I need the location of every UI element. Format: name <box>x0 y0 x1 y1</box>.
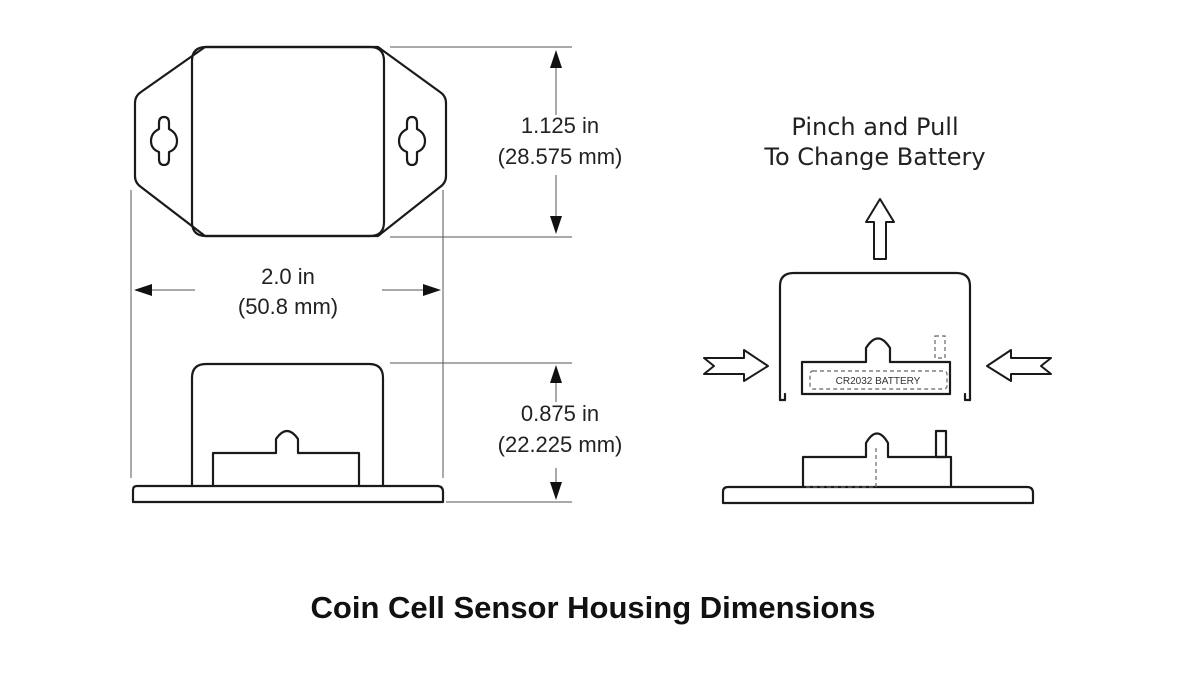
battery-base-plate <box>721 485 1035 505</box>
battery-switch <box>934 429 948 459</box>
left-mounting-slot <box>149 115 179 167</box>
side-housing-cover <box>190 362 385 488</box>
height-imperial-label: 1.125 in <box>521 113 599 138</box>
cover-internal-board <box>800 337 952 396</box>
top-view <box>133 45 448 238</box>
pinch-right-arrow-icon <box>703 349 769 382</box>
side-base-plate <box>131 484 445 504</box>
switch-outline <box>934 335 946 359</box>
lifted-cover: CR2032 BATTERY <box>778 271 972 402</box>
battery-outline <box>809 370 948 390</box>
side-internal-board <box>211 429 361 488</box>
height-metric-label: (28.575 mm) <box>498 144 623 169</box>
width-imperial-label: 2.0 in <box>261 264 315 289</box>
depth-dimension-arrows <box>550 365 562 500</box>
side-view <box>131 362 445 504</box>
width-dimension-arrows <box>134 284 441 296</box>
right-mounting-slot <box>397 115 427 167</box>
extension-lines <box>130 46 572 503</box>
instruction-line-2: To Change Battery <box>763 143 985 171</box>
housing-top-body <box>190 45 386 238</box>
pinch-left-arrow-icon <box>986 349 1052 382</box>
depth-metric-label: (22.225 mm) <box>498 432 623 457</box>
battery-base <box>721 429 1035 505</box>
battery-label: CR2032 BATTERY <box>836 376 921 387</box>
cover-outline <box>778 271 972 402</box>
height-dimension-arrows <box>550 50 562 234</box>
width-metric-label: (50.8 mm) <box>238 294 338 319</box>
diagram-caption: Coin Cell Sensor Housing Dimensions <box>311 590 876 625</box>
battery-slot-outline <box>806 447 877 488</box>
pull-up-arrow-icon <box>865 198 895 260</box>
depth-imperial-label: 0.875 in <box>521 401 599 426</box>
instruction-line-1: Pinch and Pull <box>791 113 958 141</box>
battery-base-board <box>801 432 953 489</box>
housing-top-outline <box>133 45 448 238</box>
